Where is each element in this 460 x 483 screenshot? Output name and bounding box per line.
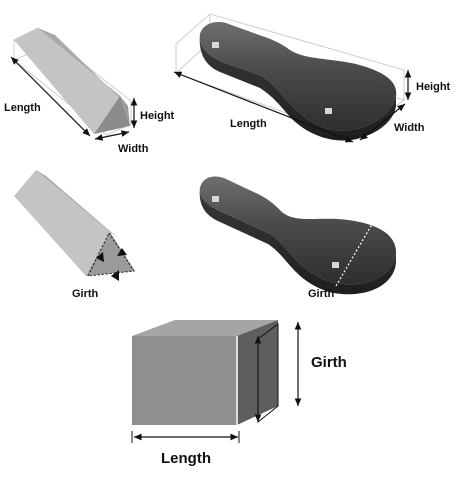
case-latch <box>332 262 339 268</box>
prism-width-arrow <box>94 130 130 141</box>
case-length-arrow <box>173 71 354 143</box>
box-girth-label: Girth <box>311 354 347 371</box>
prism-dimensions-panel: Length Height Width <box>4 27 175 155</box>
case-width-label: Width <box>394 122 425 134</box>
prism-length-label: Length <box>4 102 41 114</box>
case-girth-label: Girth <box>308 288 335 300</box>
case-width-arrow <box>359 103 406 141</box>
case-girth-panel: Girth <box>199 176 396 300</box>
triangular-prism-angled <box>14 170 135 276</box>
prism-length-arrow <box>10 56 91 137</box>
prism-girth-panel: Girth <box>14 170 135 300</box>
case-length-label: Length <box>230 118 267 130</box>
prism-height-label: Height <box>140 110 175 122</box>
prism-width-label: Width <box>118 143 149 155</box>
case-latch <box>212 42 219 48</box>
guitar-case-3d <box>199 176 396 295</box>
prism-girth-path <box>87 232 135 277</box>
girth-arrow-head <box>96 252 104 262</box>
box-length-label: Length <box>161 450 211 467</box>
guitar-case-dimensions-panel: Height Length Width <box>173 13 451 143</box>
girth-arrow-head <box>111 270 119 281</box>
girth-arrow-head <box>117 248 127 256</box>
case-latch <box>325 108 332 114</box>
case-latch <box>212 196 219 202</box>
rectangular-box <box>132 320 278 425</box>
prism-girth-label: Girth <box>72 288 99 300</box>
case-height-label: Height <box>416 81 451 93</box>
box-girth-length-panel: Girth Length <box>131 320 347 467</box>
case-girth-arrow <box>335 213 379 287</box>
